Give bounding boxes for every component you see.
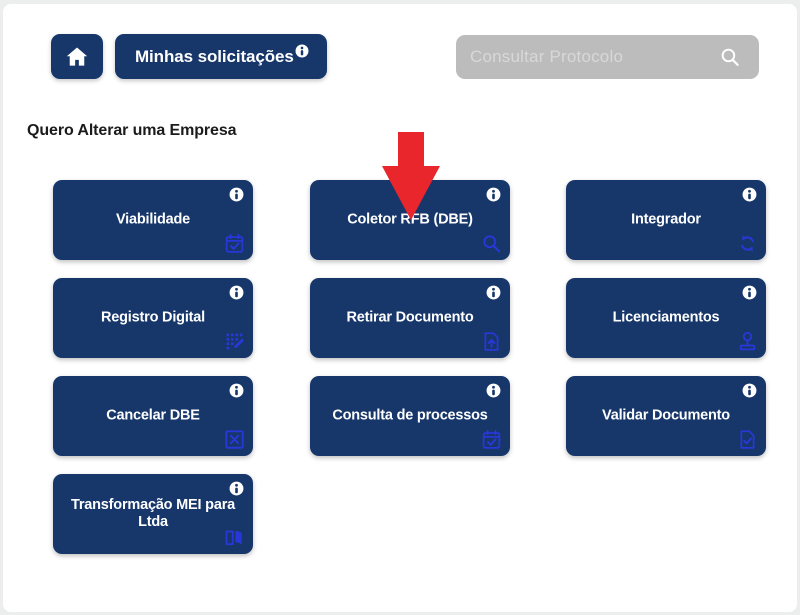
service-card-grid: Viabilidade xyxy=(53,180,768,572)
card-label: Coletor RFB (DBE) xyxy=(347,211,473,228)
card-label: Consulta de processos xyxy=(332,407,488,424)
info-icon[interactable] xyxy=(742,187,757,202)
card-label: Cancelar DBE xyxy=(106,407,200,424)
sync-refresh-icon xyxy=(737,233,758,254)
card-label: Registro Digital xyxy=(101,309,205,326)
calendar-check-icon xyxy=(481,429,502,450)
card-row: Registro Digital xyxy=(53,278,768,376)
page-title: Quero Alterar uma Empresa xyxy=(27,122,237,139)
card-row: Transformação MEI para Ltda xyxy=(53,474,768,572)
info-icon[interactable] xyxy=(229,383,244,398)
card-licenciamentos[interactable]: Licenciamentos xyxy=(566,278,766,358)
card-transformacao-mei-para-ltda[interactable]: Transformação MEI para Ltda xyxy=(53,474,253,554)
card-label: Viabilidade xyxy=(115,211,191,228)
info-icon[interactable] xyxy=(486,285,501,300)
info-icon[interactable] xyxy=(229,481,244,496)
digital-signature-icon xyxy=(224,331,245,352)
card-row: Viabilidade xyxy=(53,180,768,278)
calendar-check-icon xyxy=(224,233,245,254)
search-icon[interactable] xyxy=(719,46,741,68)
document-check-icon xyxy=(737,429,758,450)
search-protocol-input[interactable]: Consultar Protocolo xyxy=(456,35,759,79)
card-viabilidade[interactable]: Viabilidade xyxy=(53,180,253,260)
minhas-solicitacoes-label: Minhas solicitações xyxy=(135,46,294,66)
info-icon[interactable] xyxy=(486,187,501,202)
card-label: Licenciamentos xyxy=(612,309,720,326)
card-label: Transformação MEI para Ltda xyxy=(70,496,236,530)
document-upload-icon xyxy=(481,331,502,352)
card-retirar-documento[interactable]: Retirar Documento xyxy=(310,278,510,358)
top-toolbar: Minhas solicitações Consultar Protocolo xyxy=(3,4,797,99)
card-label: Integrador xyxy=(631,211,701,228)
info-icon[interactable] xyxy=(742,383,757,398)
info-icon[interactable] xyxy=(295,44,309,58)
card-consulta-de-processos[interactable]: Consulta de processos xyxy=(310,376,510,456)
card-cancelar-dbe[interactable]: Cancelar DBE xyxy=(53,376,253,456)
cancel-square-icon xyxy=(224,429,245,450)
info-icon[interactable] xyxy=(229,187,244,202)
card-registro-digital[interactable]: Registro Digital xyxy=(53,278,253,358)
minhas-solicitacoes-button[interactable]: Minhas solicitações xyxy=(115,34,327,79)
info-icon[interactable] xyxy=(742,285,757,300)
card-row: Cancelar DBE Consul xyxy=(53,376,768,474)
home-button[interactable] xyxy=(51,34,103,79)
open-book-icon xyxy=(224,527,245,548)
search-placeholder: Consultar Protocolo xyxy=(470,47,624,66)
magnifier-icon xyxy=(481,233,502,254)
info-icon[interactable] xyxy=(229,285,244,300)
card-coletor-rfb-dbe[interactable]: Coletor RFB (DBE) xyxy=(310,180,510,260)
stamp-icon xyxy=(737,331,758,352)
app-panel: Minhas solicitações Consultar Protocolo … xyxy=(3,4,797,612)
info-icon[interactable] xyxy=(486,383,501,398)
card-label: Retirar Documento xyxy=(346,309,474,326)
home-icon xyxy=(64,44,90,70)
card-integrador[interactable]: Integrador xyxy=(566,180,766,260)
card-validar-documento[interactable]: Validar Documento xyxy=(566,376,766,456)
card-label: Validar Documento xyxy=(602,407,730,424)
